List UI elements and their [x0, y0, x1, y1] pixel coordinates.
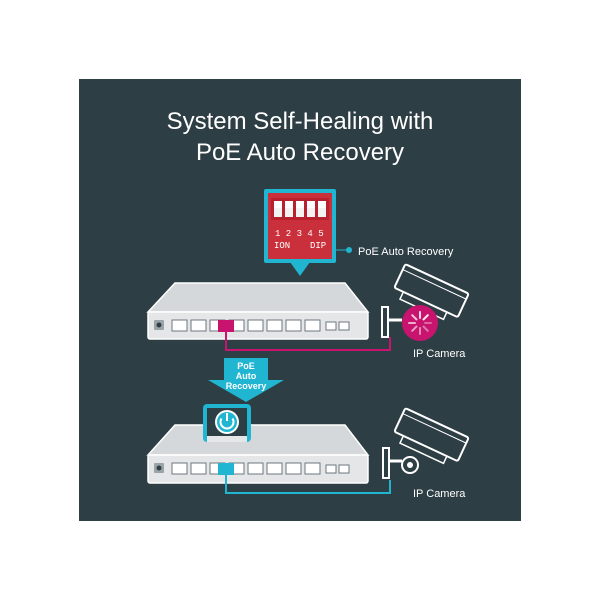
dip-key	[307, 201, 315, 217]
bottom-switch-power-button	[154, 463, 164, 473]
dip-key	[318, 201, 326, 217]
dip-key	[285, 201, 293, 217]
dip-key	[296, 201, 304, 217]
top-switch-power-button	[154, 320, 164, 330]
down-arrow-icon: PoE Auto Recovery	[208, 358, 284, 402]
uplink-port	[338, 464, 350, 474]
ip-camera-icon-bottom	[382, 407, 470, 479]
bottom-switch-ports	[171, 462, 350, 475]
callout-dot	[346, 247, 352, 253]
top-network-switch	[146, 282, 370, 340]
top-active-port	[218, 320, 234, 332]
camera-top-label: IP Camera	[413, 348, 466, 360]
poe-auto-recovery-label: PoE Auto Recovery	[358, 246, 454, 258]
dip-switch-numbers: 1 2 3 4 5	[275, 229, 324, 239]
recovery-spinner-icon	[408, 311, 432, 335]
ethernet-port	[247, 462, 264, 475]
power-icon	[203, 404, 251, 442]
ethernet-port	[266, 462, 283, 475]
bottom-poe-cable	[225, 470, 391, 494]
arrow-label-line-3: Recovery	[226, 381, 267, 391]
ethernet-port	[171, 462, 188, 475]
ethernet-port	[247, 319, 264, 332]
ethernet-port	[266, 319, 283, 332]
ethernet-port	[285, 462, 302, 475]
uplink-port	[338, 321, 350, 331]
ethernet-port	[304, 319, 321, 332]
page-title: System Self-Healing with PoE Auto Recove…	[79, 106, 521, 168]
title-line-2: PoE Auto Recovery	[195, 139, 405, 166]
ethernet-port	[304, 462, 321, 475]
uplink-port	[325, 321, 337, 331]
ethernet-port	[190, 319, 207, 332]
arrow-label-line-2: Auto	[236, 371, 257, 381]
arrow-label-line-1: PoE	[237, 361, 255, 371]
ethernet-port	[190, 462, 207, 475]
ethernet-port	[285, 319, 302, 332]
title-line-1: System Self-Healing with	[166, 108, 434, 135]
bottom-network-switch	[146, 424, 370, 484]
dip-switch-dip-label: DIP	[310, 241, 326, 251]
camera-bottom-label: IP Camera	[413, 488, 466, 500]
bottom-active-port	[218, 463, 234, 475]
top-switch-ports	[171, 319, 350, 332]
ip-camera-icon	[381, 263, 470, 341]
top-poe-cable	[225, 326, 391, 351]
dip-key	[274, 201, 282, 217]
dip-switch-icon: 1 2 3 4 5 ION DIP	[264, 189, 336, 276]
uplink-port	[325, 464, 337, 474]
ethernet-port	[171, 319, 188, 332]
dip-switch-on-label: ION	[274, 241, 290, 251]
